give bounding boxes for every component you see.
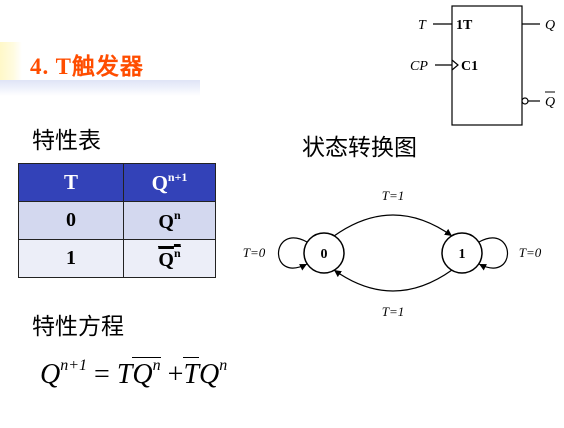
eq-qn-inverted: Qn xyxy=(132,357,161,390)
eq-t2: T xyxy=(183,359,200,390)
truth-table-label: 特性表 xyxy=(32,128,101,154)
cell-q-overbar: Qn xyxy=(158,245,181,271)
cell-t: 1 xyxy=(18,239,124,278)
state-diagram-label: 状态转换图 xyxy=(302,135,417,161)
edge-bottom-label: T=1 xyxy=(382,304,405,319)
cell-q: Qn xyxy=(123,201,216,240)
self-loop-0-arrow xyxy=(278,237,308,271)
cell-q-sup: n xyxy=(173,207,181,222)
eq-lhs-sup: n+1 xyxy=(60,357,88,374)
title-underline xyxy=(0,80,200,96)
header-q: Q xyxy=(151,170,168,195)
eq-t1: T xyxy=(116,359,133,390)
edge-top-arrow xyxy=(333,214,453,237)
inner-c1-label: C1 xyxy=(461,59,478,74)
cell-q-text: Q xyxy=(158,210,174,233)
edge-bottom-arrow xyxy=(333,269,453,292)
eq-plus: + xyxy=(167,359,184,390)
edge-top-label: T=1 xyxy=(382,188,405,203)
header-t: T xyxy=(18,163,124,202)
inner-1t-label: 1T xyxy=(456,18,473,33)
state-1-label: 1 xyxy=(459,247,466,262)
cell-q-inverted: Qn xyxy=(123,239,216,278)
truth-table: T Qn+1 0 Qn 1 Qn xyxy=(18,163,216,278)
input-cp-label: CP xyxy=(410,59,428,74)
eq-q2: Q xyxy=(199,359,220,390)
self-loop-1-label: T=0 xyxy=(519,245,542,260)
t-flip-flop-symbol: T 1T CP C1 Q Q xyxy=(410,5,555,126)
eq-q2-sup: n xyxy=(219,357,228,374)
characteristic-equation: Qn+1 = TQn +TQn xyxy=(40,357,227,391)
clock-triangle xyxy=(451,59,459,71)
output-qbar-label: Q xyxy=(545,95,555,110)
input-t-label: T xyxy=(418,18,427,33)
state-diagram: 0 1 T=1 T=1 T=0 T=0 xyxy=(243,188,542,319)
header-sup: n+1 xyxy=(167,169,188,184)
self-loop-1-arrow xyxy=(478,237,508,271)
eq-t-inverted: T xyxy=(183,357,200,390)
eq-q1: Q xyxy=(132,359,153,390)
output-q-label: Q xyxy=(545,18,555,33)
state-0-label: 0 xyxy=(321,247,328,262)
inversion-bubble xyxy=(521,97,529,105)
eq-lhs: Q xyxy=(40,359,61,390)
eq-q1-sup: n xyxy=(152,357,161,374)
cell-q-sup: n xyxy=(173,245,181,260)
cell-q-text: Q xyxy=(158,248,174,271)
state-0-node xyxy=(303,232,345,274)
state-1-node xyxy=(441,232,483,274)
slide-title: 4. T触发器 xyxy=(30,54,144,79)
table-row: 1 Qn xyxy=(18,239,216,278)
self-loop-0-label: T=0 xyxy=(243,245,266,260)
equation-label: 特性方程 xyxy=(32,314,124,340)
eq-equals: = xyxy=(94,359,110,390)
header-qn1: Qn+1 xyxy=(123,163,216,202)
